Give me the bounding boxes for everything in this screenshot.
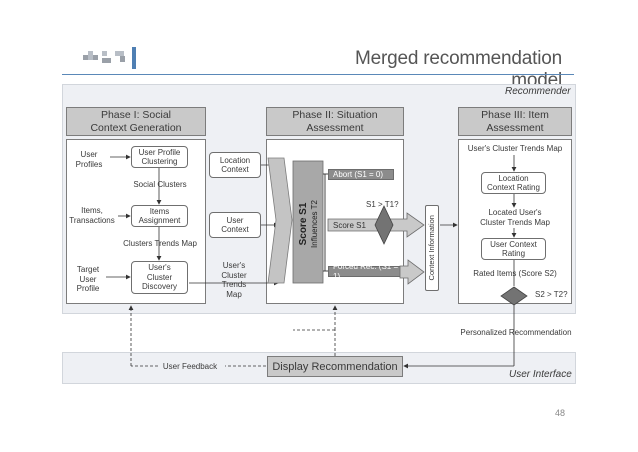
phase3-panel (458, 139, 572, 304)
logo-icon (83, 47, 136, 69)
input-chevron (267, 157, 293, 284)
title-divider (62, 74, 574, 75)
location-context-box: Location Context (209, 152, 261, 178)
user-context-box: User Context (209, 212, 261, 238)
user-feedback-label: User Feedback (162, 362, 218, 371)
phase3-header: Phase III: Item Assessment (458, 107, 572, 136)
s2-decision-diamond (500, 286, 528, 306)
user-profile-clustering-box: User Profile Clustering (131, 146, 188, 168)
personalized-recommendation-label: Personalized Recommendation (460, 328, 572, 337)
rated-items-label: Rated Items (Score S2) (473, 269, 557, 278)
phase2-title: Phase II: Situation Assessment (292, 108, 378, 134)
user-interface-region-label: User Interface (509, 369, 572, 380)
location-context-rating-box: Location Context Rating (481, 172, 546, 194)
user-profiles-label: User Profiles (75, 150, 103, 169)
target-user-profile-label: Target User Profile (76, 265, 100, 293)
phase3-title: Phase III: Item Assessment (481, 108, 549, 134)
items-assignment-box: Items Assignment (131, 205, 188, 227)
social-clusters-label: Social Clusters (133, 180, 187, 189)
score-s1-text: Score S1 (298, 202, 309, 245)
located-users-cluster-trends-map-label: Located User's Cluster Trends Map (480, 208, 550, 227)
score-s1-arrow-label: Score S1 (333, 221, 366, 230)
influences-t2-text: Influences T2 (310, 200, 319, 248)
s1-decision-diamond (374, 205, 394, 245)
user-context-rating-box: User Context Rating (481, 238, 546, 260)
clusters-trends-map-label: Clusters Trends Map (123, 239, 197, 248)
items-transactions-label: Items, Transactions (69, 206, 115, 225)
phase3-users-cluster-trends-map-label: User's Cluster Trends Map (467, 144, 563, 153)
context-information-box: Context Information (425, 205, 439, 291)
display-recommendation-box: Display Recommendation (267, 356, 403, 377)
recommender-region-label: Recommender (505, 86, 571, 97)
s1-gt-t1-label: S1 > T1? (366, 200, 399, 209)
users-cluster-trends-map-label: User's Cluster Trends Map (221, 261, 247, 299)
users-cluster-discovery-box: User's Cluster Discovery (131, 261, 188, 294)
forced-rec-arrow (399, 259, 425, 285)
s2-gt-t2-label: S2 > T2? (535, 290, 568, 299)
phase1-title: Phase I: Social Context Generation (90, 108, 182, 134)
score-s1-box (292, 160, 324, 284)
abort-bar: Abort (S1 = 0) (328, 169, 394, 180)
page-number: 48 (554, 408, 565, 418)
phase1-header: Phase I: Social Context Generation (66, 107, 206, 136)
phase2-header: Phase II: Situation Assessment (266, 107, 404, 136)
